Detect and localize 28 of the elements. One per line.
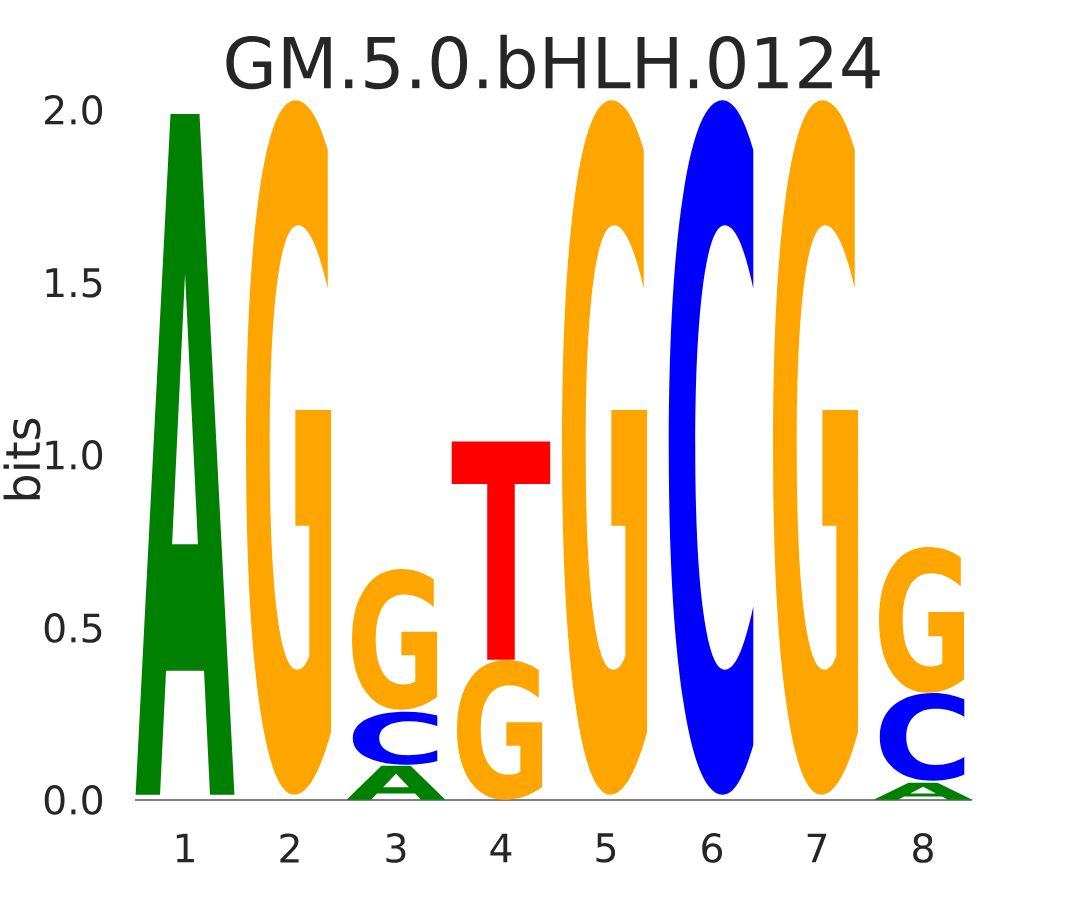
nucleotide-letter: G xyxy=(457,660,543,800)
tick-label: 0.0 xyxy=(44,785,103,815)
chart-title: GM.5.0.bHLH.0124 xyxy=(226,34,880,90)
nucleotide-letter: C xyxy=(352,711,438,765)
axis-label: bits xyxy=(3,418,41,500)
tick-label: 2.0 xyxy=(45,95,103,125)
tick-label: 8 xyxy=(913,833,933,863)
tick-label: 6 xyxy=(702,833,723,863)
tick-label: 0.5 xyxy=(44,613,102,643)
nucleotide-letter: A xyxy=(873,782,973,800)
tick-label: 1 xyxy=(176,833,194,863)
nucleotide-letter: A xyxy=(135,113,235,795)
nucleotide-letter: G xyxy=(562,100,648,795)
nucleotide-letter: C xyxy=(879,693,965,781)
tick-label: 2 xyxy=(280,833,299,863)
tick-label: 3 xyxy=(386,833,406,863)
tick-label: 7 xyxy=(807,833,827,863)
nucleotide-letter: C xyxy=(668,100,754,795)
nucleotide-letter: G xyxy=(773,100,859,795)
tick-label: 5 xyxy=(596,833,616,863)
nucleotide-letter: T xyxy=(451,441,551,660)
tick-label: 4 xyxy=(490,833,512,863)
nucleotide-letter: A xyxy=(346,765,446,800)
tick-label: 1.0 xyxy=(46,440,103,470)
nucleotide-letter: G xyxy=(246,100,332,795)
nucleotide-letter: G xyxy=(879,546,965,693)
tick-label: 1.5 xyxy=(46,268,102,298)
nucleotide-letter: G xyxy=(352,569,438,710)
